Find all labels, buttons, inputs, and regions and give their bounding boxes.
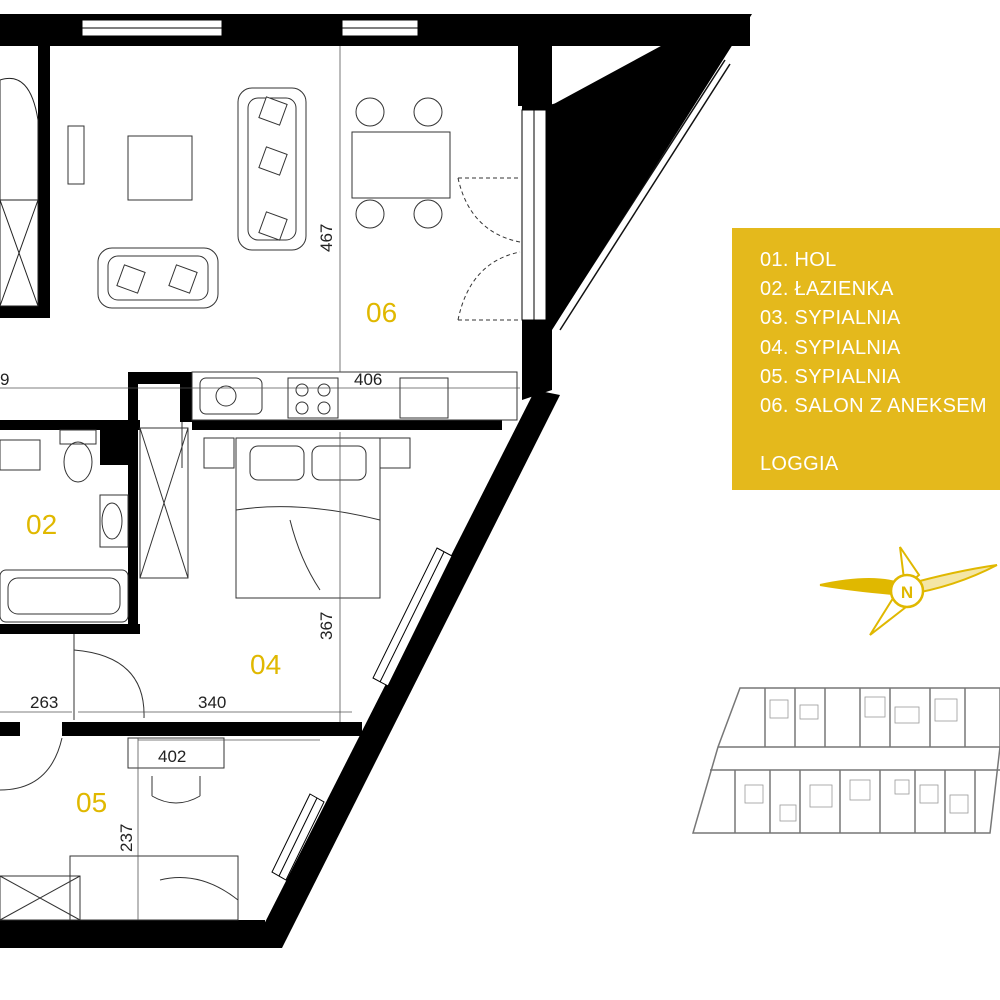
dim-bedroom5-width: 402 — [158, 747, 186, 766]
living-room-furniture — [67, 87, 521, 321]
legend-item: 03. SYPIALNIA — [760, 307, 901, 330]
building-key-plan-icon — [692, 687, 1000, 834]
bedroom-05-furniture — [0, 737, 239, 921]
legend-item: 01. HOL — [760, 249, 837, 271]
room-label-04: 04 — [250, 649, 281, 680]
legend-item: 04. SYPIALNIA — [760, 336, 901, 359]
kitchen-counter — [191, 371, 518, 421]
dim-partial-left: 9 — [0, 370, 9, 389]
compass-north-letter: N — [901, 583, 913, 602]
wardrobe — [0, 78, 39, 307]
dim-salon-height: 467 — [317, 224, 336, 252]
legend-item: 06. SALON Z ANEKSEM — [760, 395, 987, 418]
dim-bedroom4-height: 367 — [317, 612, 336, 640]
compass-rose-icon: N — [819, 546, 998, 636]
windows — [81, 19, 547, 881]
bedroom-04-bed — [203, 437, 411, 599]
hall-wardrobe — [139, 427, 189, 579]
dim-salon-width: 406 — [354, 370, 382, 389]
dim-bedroom4-width: 340 — [198, 693, 226, 712]
room-label-05: 05 — [76, 787, 107, 818]
dim-bedroom5-height: 237 — [117, 824, 136, 852]
legend-loggia: LOGGIA — [760, 453, 839, 476]
legend-item: 02. ŁAZIENKA — [760, 278, 894, 301]
cushions — [116, 96, 288, 294]
legend-item: 05. SYPIALNIA — [760, 365, 901, 388]
dim-left-width: 263 — [30, 693, 58, 712]
walls — [0, 14, 752, 948]
dimension-lines — [0, 46, 520, 920]
room-label-02: 02 — [26, 509, 57, 540]
room-label-06: 06 — [366, 297, 397, 328]
bathroom-fixtures — [0, 429, 129, 623]
room-legend: 01. HOL 02. ŁAZIENKA 03. SYPIALNIA 04. S… — [732, 228, 1000, 490]
doors — [0, 422, 183, 791]
